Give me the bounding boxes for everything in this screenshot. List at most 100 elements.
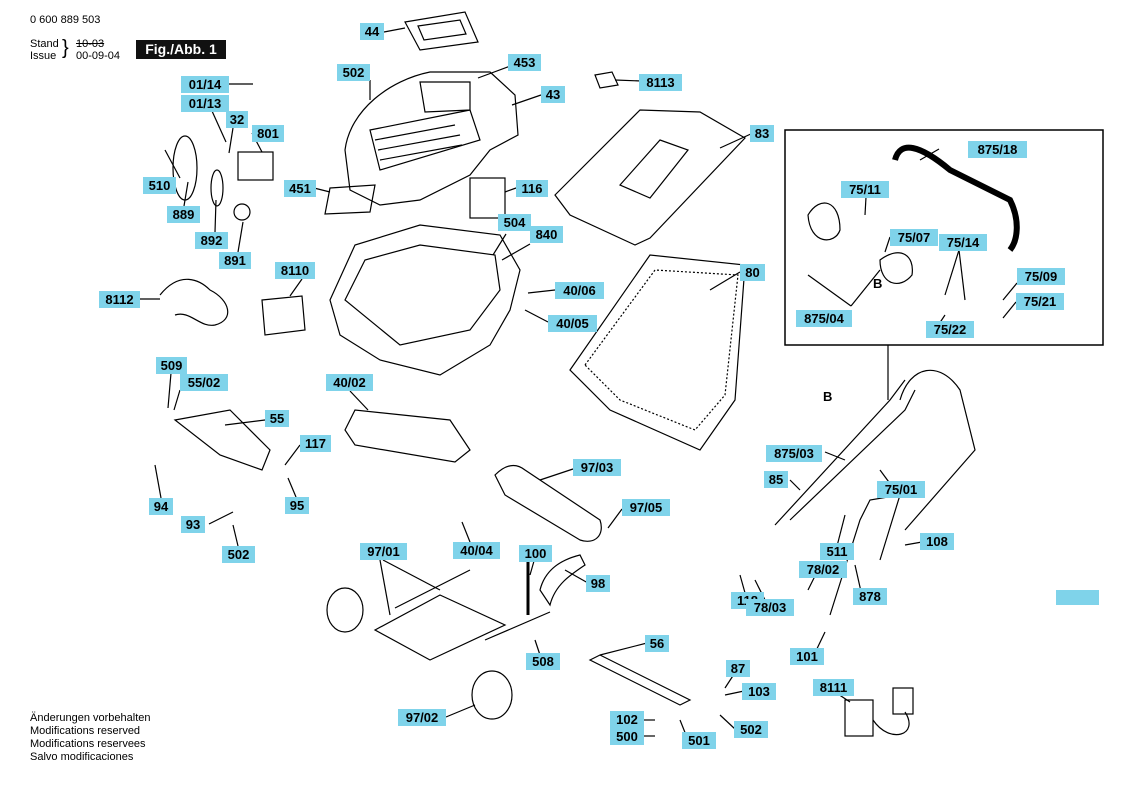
callout-8112: 8112 xyxy=(99,291,140,308)
callout-453: 453 xyxy=(508,54,541,71)
callout-75-01: 75/01 xyxy=(877,481,925,498)
part-44-cover xyxy=(404,11,479,51)
stand-label: Stand xyxy=(30,38,59,50)
callout-75-14: 75/14 xyxy=(939,234,987,251)
callout-502-mid: 502 xyxy=(222,546,255,563)
disclaimer-de: Änderungen vorbehalten xyxy=(30,712,151,724)
callout-97-03: 97/03 xyxy=(573,459,621,476)
callout-451: 451 xyxy=(284,180,316,197)
callout-75-11: 75/11 xyxy=(841,181,889,198)
callout-840: 840 xyxy=(530,226,563,243)
callout-891: 891 xyxy=(219,252,251,269)
callout-8113: 8113 xyxy=(639,74,682,91)
part-840-chassis xyxy=(329,224,521,376)
callout-502-top: 502 xyxy=(337,64,370,81)
detail-marker-b-inset: B xyxy=(873,276,883,291)
callout-801: 801 xyxy=(252,125,284,142)
part-892-belt xyxy=(210,169,224,207)
part-97-03-roller xyxy=(494,464,602,542)
callout-40-02: 40/02 xyxy=(326,374,373,391)
disclaimer: Änderungen vorbehalten Modifications res… xyxy=(30,712,150,764)
part-875-18-handle xyxy=(892,144,1020,252)
callout-8110: 8110 xyxy=(275,262,315,279)
callout-500: 500 xyxy=(610,728,644,745)
callout-01-14: 01/14 xyxy=(181,76,229,93)
disclaimer-en: Modifications reserved xyxy=(30,725,141,737)
callout-93: 93 xyxy=(181,516,205,533)
wheel-rear xyxy=(471,670,513,720)
part-8112-harness xyxy=(159,278,229,326)
issue-label: Issue xyxy=(30,50,57,62)
callout-889: 889 xyxy=(167,206,200,223)
callout-102: 102 xyxy=(610,711,644,728)
brace-icon: } xyxy=(62,37,69,59)
old-date: 10-03 xyxy=(76,38,105,50)
part-40-02-cover xyxy=(344,409,471,463)
part-801-motor xyxy=(237,151,274,181)
callout-43: 43 xyxy=(541,86,565,103)
callout-87: 87 xyxy=(726,660,750,677)
callout-01-13: 01/13 xyxy=(181,95,229,112)
part-116-filter xyxy=(469,177,506,219)
callout-98: 98 xyxy=(586,575,610,592)
callout-875-03: 875/03 xyxy=(766,445,822,462)
callout-40-05: 40/05 xyxy=(548,315,597,332)
callout-892: 892 xyxy=(195,232,228,249)
callout-510: 510 xyxy=(143,177,176,194)
part-878-handle xyxy=(774,379,916,526)
side-tab-marker xyxy=(1056,590,1099,605)
callout-56: 56 xyxy=(645,635,669,652)
callout-101: 101 xyxy=(790,648,824,665)
callout-95: 95 xyxy=(285,497,309,514)
part-number: 0 600 889 503 xyxy=(30,14,101,26)
part-80-grass-box xyxy=(569,254,746,451)
part-453-motor-hood xyxy=(344,71,519,206)
callout-502-bottom: 502 xyxy=(734,721,768,738)
callout-504: 504 xyxy=(498,214,531,231)
callout-117: 117 xyxy=(300,435,331,452)
disclaimer-es: Salvo modificaciones xyxy=(30,751,134,763)
part-8113-clip xyxy=(594,71,619,89)
part-889-belt xyxy=(172,135,198,201)
wheel-front xyxy=(326,587,364,633)
callout-55: 55 xyxy=(265,410,289,427)
figure-title: Fig./Abb. 1 xyxy=(136,40,226,59)
callout-509: 509 xyxy=(156,357,187,374)
callout-78-03: 78/03 xyxy=(746,599,794,616)
callout-97-02: 97/02 xyxy=(398,709,446,726)
callout-75-22: 75/22 xyxy=(926,321,974,338)
callout-40-04: 40/04 xyxy=(453,542,500,559)
part-8111-charger xyxy=(844,699,874,737)
callout-97-05: 97/05 xyxy=(622,499,670,516)
new-date: 00-09-04 xyxy=(76,50,121,62)
callout-100: 100 xyxy=(519,545,552,562)
callout-108: 108 xyxy=(920,533,954,550)
callout-878: 878 xyxy=(853,588,887,605)
disclaimer-fr: Modifications reservees xyxy=(30,738,146,750)
callout-32: 32 xyxy=(226,111,248,128)
callout-8111: 8111 xyxy=(813,679,854,696)
detail-marker-b-handle: B xyxy=(823,389,833,404)
part-98-lever xyxy=(539,554,586,607)
callout-508: 508 xyxy=(526,653,560,670)
callout-55-02: 55/02 xyxy=(180,374,228,391)
part-56-bar xyxy=(588,654,692,706)
part-83-cover xyxy=(554,109,746,246)
callout-511: 511 xyxy=(820,543,854,560)
callout-875-18: 875/18 xyxy=(968,141,1027,158)
callout-75-21: 75/21 xyxy=(1016,293,1064,310)
callout-40-06: 40/06 xyxy=(555,282,604,299)
callout-116: 116 xyxy=(516,180,548,197)
callout-103: 103 xyxy=(742,683,776,700)
callout-80: 80 xyxy=(740,264,765,281)
callout-85: 85 xyxy=(764,471,788,488)
callout-83: 83 xyxy=(750,125,774,142)
callout-78-02: 78/02 xyxy=(799,561,847,578)
part-8110-battery xyxy=(261,295,306,336)
callout-97-01: 97/01 xyxy=(360,543,407,560)
callout-875-04: 875/04 xyxy=(796,310,852,327)
callout-94: 94 xyxy=(149,498,173,515)
callout-75-07: 75/07 xyxy=(890,229,938,246)
handle-detail-frame xyxy=(784,129,1104,346)
